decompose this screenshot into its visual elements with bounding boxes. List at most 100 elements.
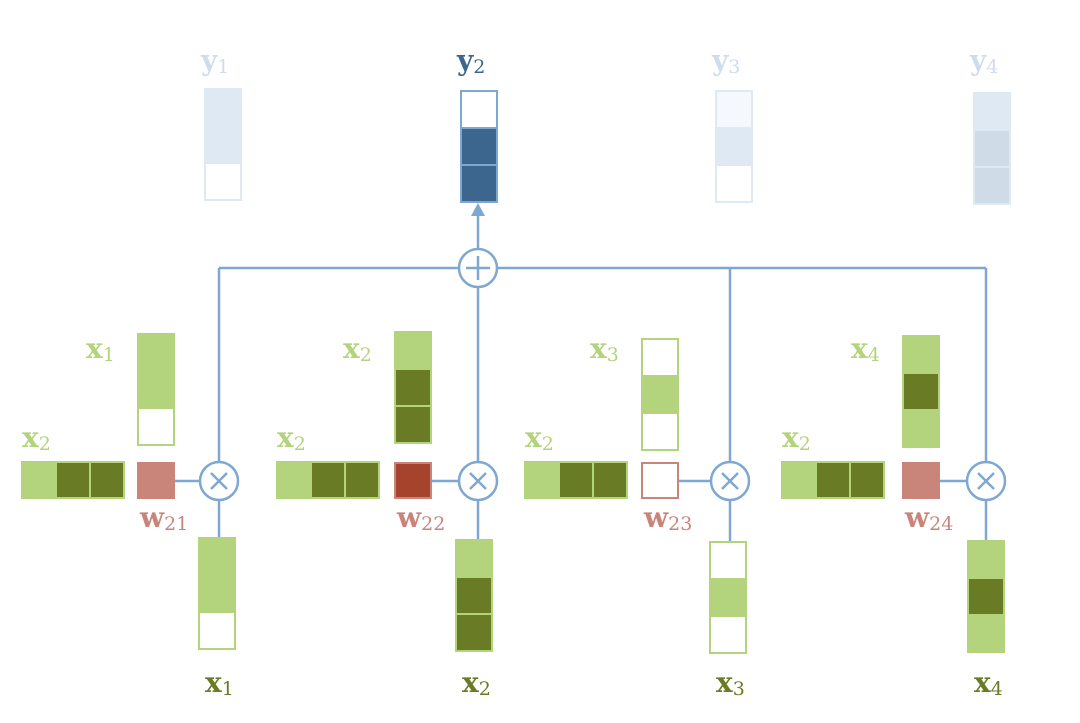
value-vector (455, 539, 493, 652)
label-symbol: x (590, 332, 607, 365)
label-symbol: y (200, 44, 218, 77)
vector-cell (973, 166, 1011, 205)
output-vector-y2 (460, 90, 498, 203)
label-symbol: w (139, 501, 165, 534)
times-icon (721, 472, 739, 490)
vector-cell (967, 614, 1005, 653)
vector-cell (558, 461, 594, 499)
label-symbol: y (456, 44, 474, 77)
label-symbol: y (969, 44, 987, 77)
key-vector (394, 331, 432, 444)
vector-cell (198, 611, 236, 650)
vector-cell (641, 412, 679, 451)
label-symbol: w (396, 501, 422, 534)
output-vector-y3 (715, 90, 753, 203)
weight-label: w21 (139, 501, 188, 535)
label-subscript: 4 (868, 344, 880, 366)
vector-cell (460, 127, 498, 166)
vector-cell (89, 461, 125, 499)
value-label: x3 (716, 666, 745, 700)
vector-cell (849, 461, 885, 499)
weight-box (902, 462, 940, 499)
vector-cell (455, 576, 493, 615)
label-subscript: 23 (668, 513, 692, 535)
value-vector (967, 540, 1005, 653)
label-symbol: x (716, 666, 733, 699)
label-symbol: w (643, 501, 669, 534)
vector-cell (967, 540, 1005, 579)
key-label: x2 (343, 332, 372, 366)
key-label: x3 (590, 332, 619, 366)
label-symbol: y (711, 44, 729, 77)
vector-cell (394, 405, 432, 444)
label-subscript: 2 (479, 678, 491, 700)
label-symbol: x (22, 421, 39, 454)
vector-cell (902, 372, 940, 411)
vector-cell (198, 537, 236, 576)
key-vector (902, 335, 940, 448)
output-label-y1: y1 (200, 44, 229, 78)
arrow-head-icon (471, 203, 485, 216)
vector-cell (524, 461, 560, 499)
query-label: x2 (277, 421, 306, 455)
vector-cell (204, 125, 242, 164)
label-symbol: x (851, 332, 868, 365)
query-label: x2 (22, 421, 51, 455)
vector-cell (709, 541, 747, 580)
vector-cell (137, 333, 175, 372)
vector-cell (709, 578, 747, 617)
query-vector (524, 461, 628, 499)
vector-cell (394, 368, 432, 407)
vector-cell (815, 461, 851, 499)
weight-label: w22 (396, 501, 445, 535)
vector-cell (460, 164, 498, 203)
vector-cell (310, 461, 346, 499)
label-subscript: 3 (733, 678, 745, 700)
vector-cell (709, 615, 747, 654)
label-subscript: 3 (728, 56, 740, 78)
value-vector (198, 537, 236, 650)
label-subscript: 3 (607, 344, 619, 366)
label-subscript: 1 (222, 678, 234, 700)
label-subscript: 2 (799, 433, 811, 455)
label-subscript: 22 (421, 513, 445, 535)
label-subscript: 2 (294, 433, 306, 455)
label-subscript: 2 (473, 56, 485, 78)
vector-cell (21, 461, 57, 499)
label-symbol: x (86, 332, 103, 365)
label-symbol: x (205, 666, 222, 699)
key-vector (641, 338, 679, 451)
plus-icon (466, 256, 490, 280)
weight-box (394, 462, 432, 499)
query-label: x2 (782, 421, 811, 455)
label-subscript: 2 (360, 344, 372, 366)
vector-cell (967, 577, 1005, 616)
weight-label: w23 (643, 501, 692, 535)
vector-cell (55, 461, 91, 499)
output-label-y3: y3 (711, 44, 740, 78)
vector-cell (715, 90, 753, 129)
label-subscript: 1 (217, 56, 229, 78)
value-vector (709, 541, 747, 654)
vector-cell (641, 338, 679, 377)
label-subscript: 21 (164, 513, 188, 535)
vector-cell (715, 127, 753, 166)
vector-cell (455, 613, 493, 652)
value-label: x2 (462, 666, 491, 700)
vector-cell (641, 375, 679, 414)
times-icon (469, 472, 487, 490)
vector-cell (781, 461, 817, 499)
label-symbol: x (462, 666, 479, 699)
label-subscript: 2 (542, 433, 554, 455)
label-symbol: w (904, 501, 930, 534)
vector-cell (204, 162, 242, 201)
query-vector (276, 461, 380, 499)
vector-cell (455, 539, 493, 578)
vector-cell (137, 370, 175, 409)
vector-cell (137, 407, 175, 446)
label-subscript: 24 (929, 513, 953, 535)
weight-label: w24 (904, 501, 953, 535)
weight-box (137, 462, 175, 499)
times-icon (977, 472, 995, 490)
